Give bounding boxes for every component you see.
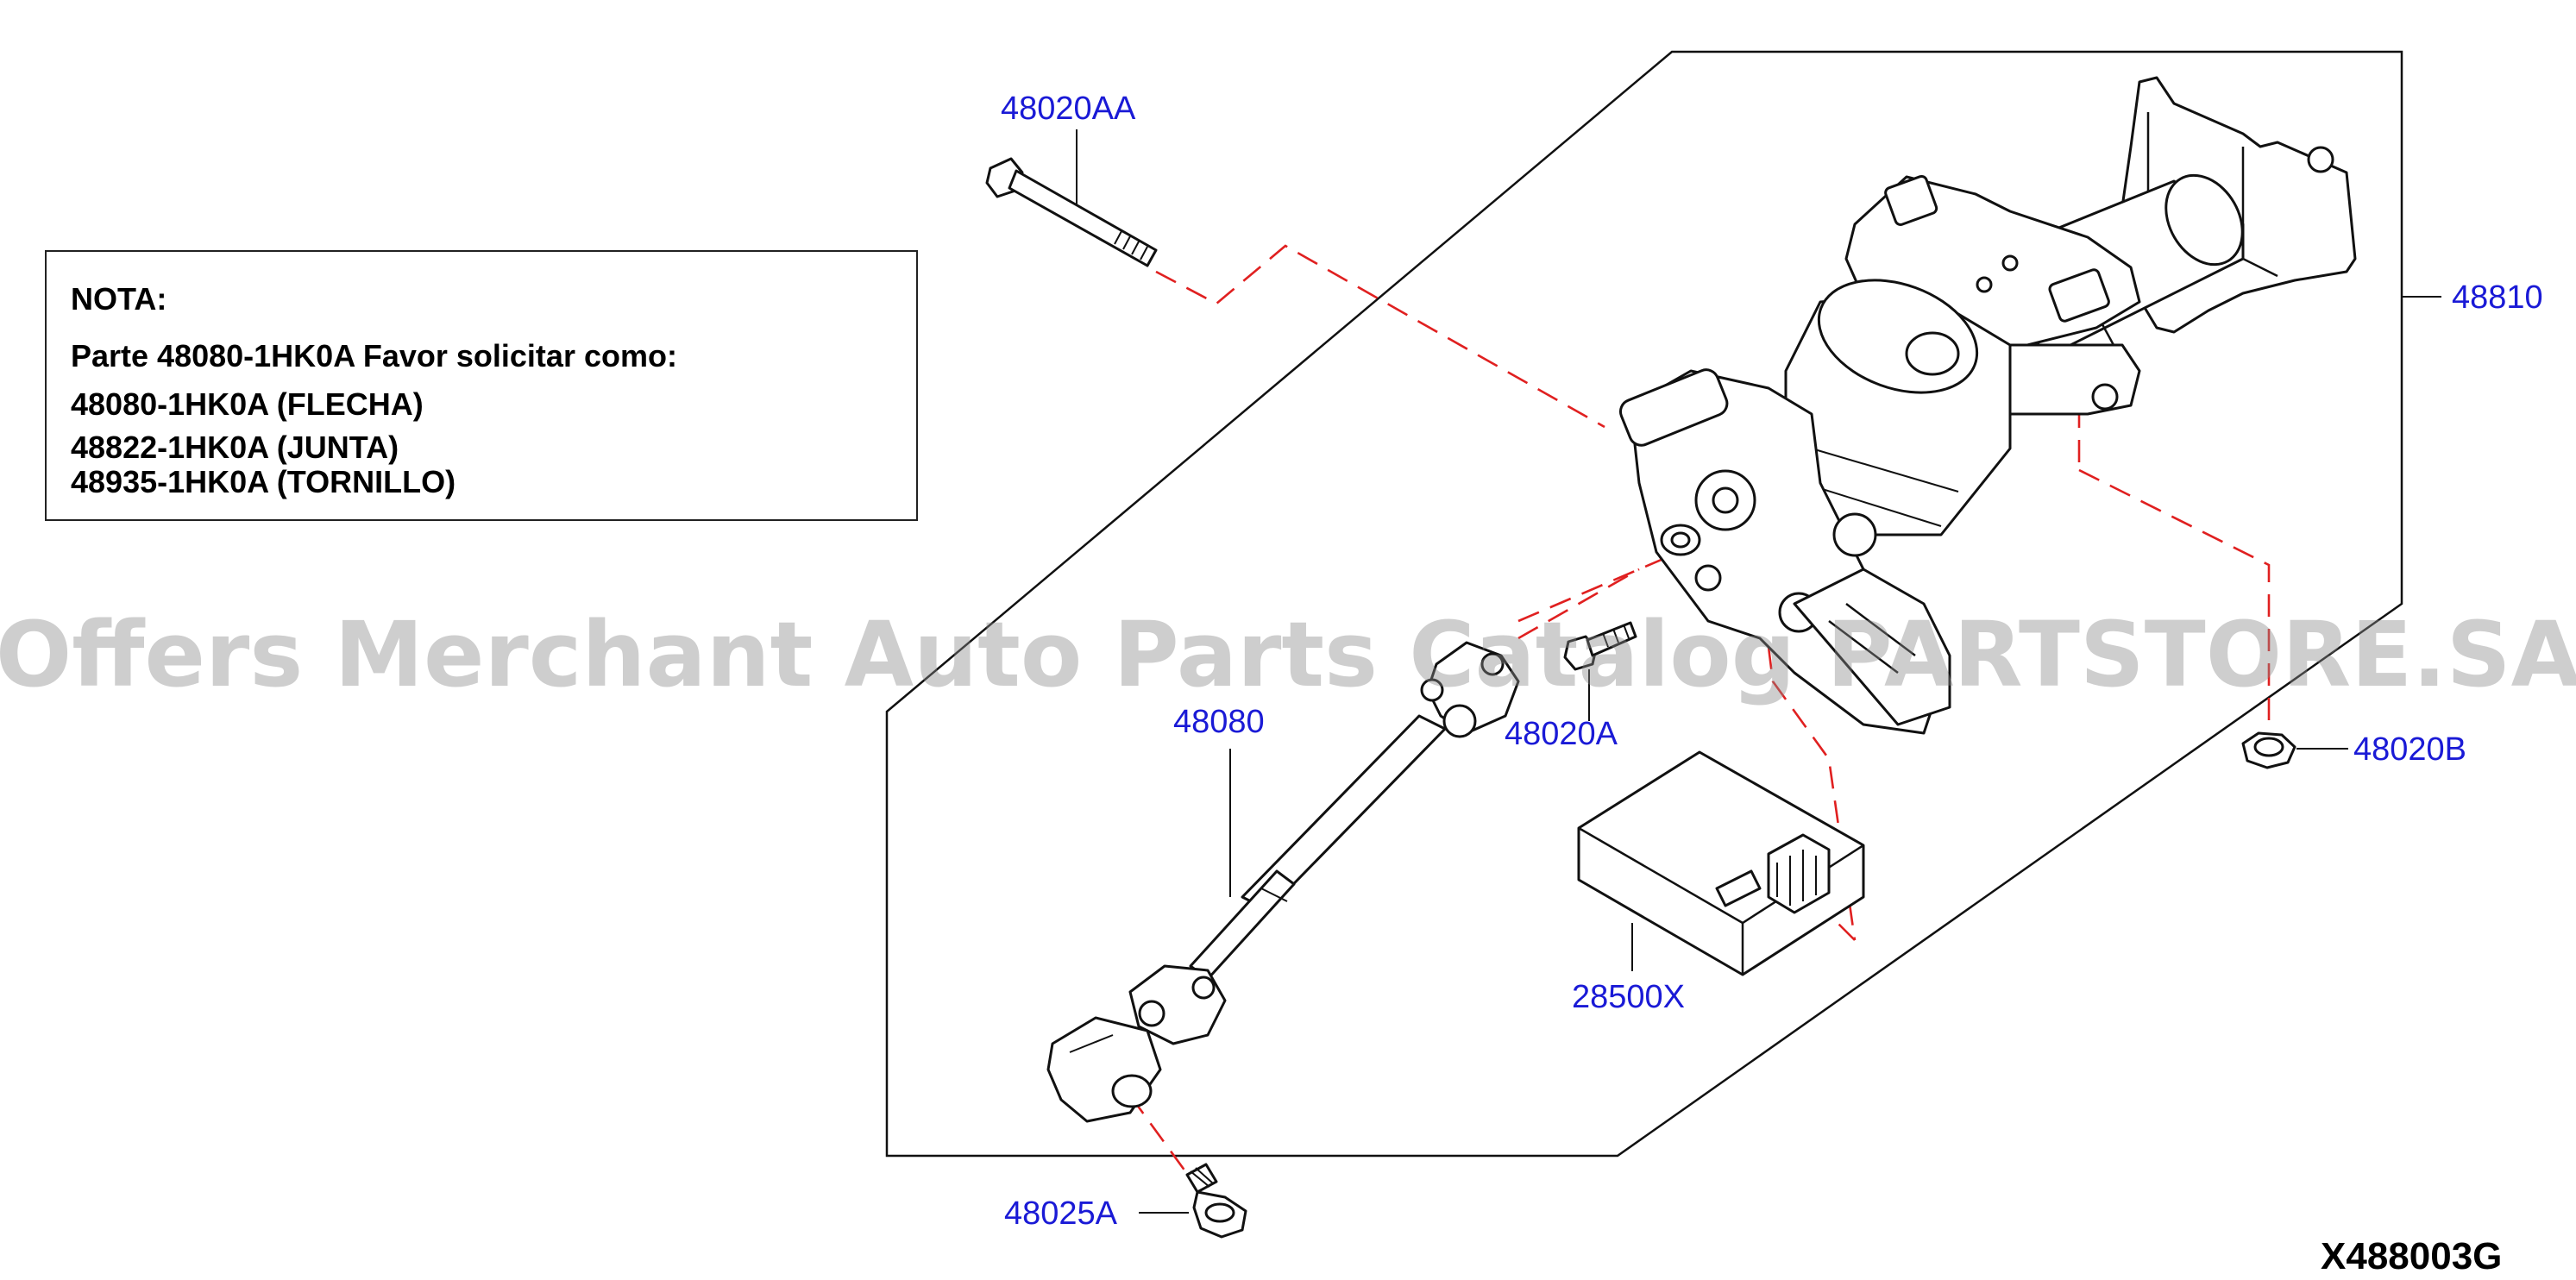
control-unit-28500X <box>1577 750 1865 976</box>
callout-48020B: 48020B <box>2353 731 2466 768</box>
note-line-4: 48935-1HK0A (TORNILLO) <box>71 464 456 499</box>
diagram-code: X488003G <box>2321 1235 2503 1277</box>
bottom-bolt-48025A <box>1185 1163 1247 1239</box>
note-box: NOTA: Parte 48080-1HK0A Favor solicitar … <box>45 250 918 521</box>
mid-bolt-48020A <box>1563 621 1637 671</box>
note-heading: NOTA: <box>71 281 167 317</box>
note-line-1: Parte 48080-1HK0A Favor solicitar como: <box>71 338 677 373</box>
intermediate-shaft-48080 <box>1046 641 1520 1123</box>
callout-28500X: 28500X <box>1572 979 1685 1015</box>
watermark-text: Offers Merchant Auto Parts Catalog PARTS… <box>0 602 2576 707</box>
callout-48025A: 48025A <box>1004 1195 1118 1232</box>
callout-48080: 48080 <box>1173 704 1265 740</box>
callout-48020A: 48020A <box>1505 716 1618 752</box>
leader-lines <box>1076 129 2441 1214</box>
callout-48810: 48810 <box>2452 279 2543 316</box>
steering-column-assembly-48810 <box>1618 76 2357 735</box>
long-bolt-48020AA <box>985 157 1158 267</box>
callout-48020AA: 48020AA <box>1001 91 1136 127</box>
note-line-3: 48822-1HK0A (JUNTA) <box>71 430 399 465</box>
assembly-boundary <box>885 50 2403 1158</box>
nut-48020B <box>2241 731 2296 769</box>
note-line-2: 48080-1HK0A (FLECHA) <box>71 386 424 422</box>
